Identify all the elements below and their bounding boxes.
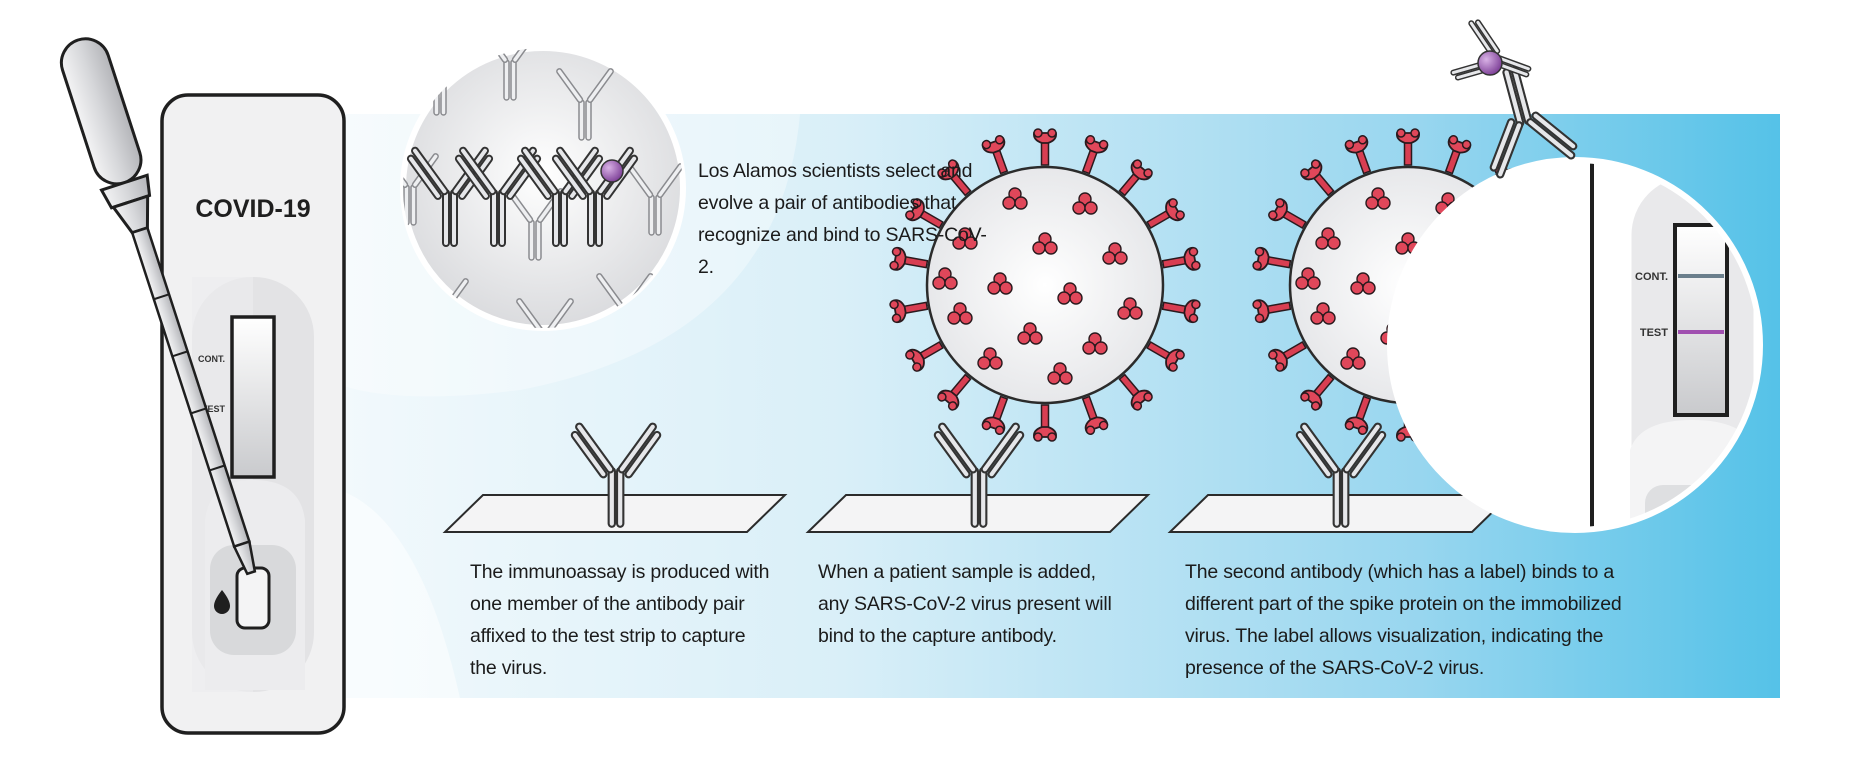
label-particle-icon bbox=[600, 159, 624, 183]
caption-step3: The second antibody (which has a label) … bbox=[1185, 561, 1622, 679]
strip-step2 bbox=[805, 421, 1151, 533]
test-cassette bbox=[160, 93, 346, 735]
zoom-test-label: TEST bbox=[1640, 327, 1668, 339]
label-particle-icon bbox=[1477, 50, 1503, 76]
zoom-control-label: CONT. bbox=[1635, 271, 1668, 283]
result-magnifier-circle-icon bbox=[1387, 157, 1763, 533]
dropper-icon bbox=[59, 37, 257, 576]
caption-intro: Los Alamos scientists select and evolve … bbox=[698, 160, 987, 278]
caption-step2: When a patient sample is added, any SARS… bbox=[818, 561, 1112, 647]
blood-drop-icon bbox=[214, 590, 230, 614]
device-test-label: TEST bbox=[202, 404, 226, 414]
antibody-magnifier-circle-icon bbox=[400, 45, 686, 331]
device-control-label: CONT. bbox=[198, 354, 225, 364]
device-title: COVID-19 bbox=[195, 195, 310, 223]
banner-swoosh-lower bbox=[340, 490, 460, 698]
caption-step1: The immunoassay is produced with one mem… bbox=[470, 561, 770, 679]
strip-step1 bbox=[442, 421, 788, 533]
